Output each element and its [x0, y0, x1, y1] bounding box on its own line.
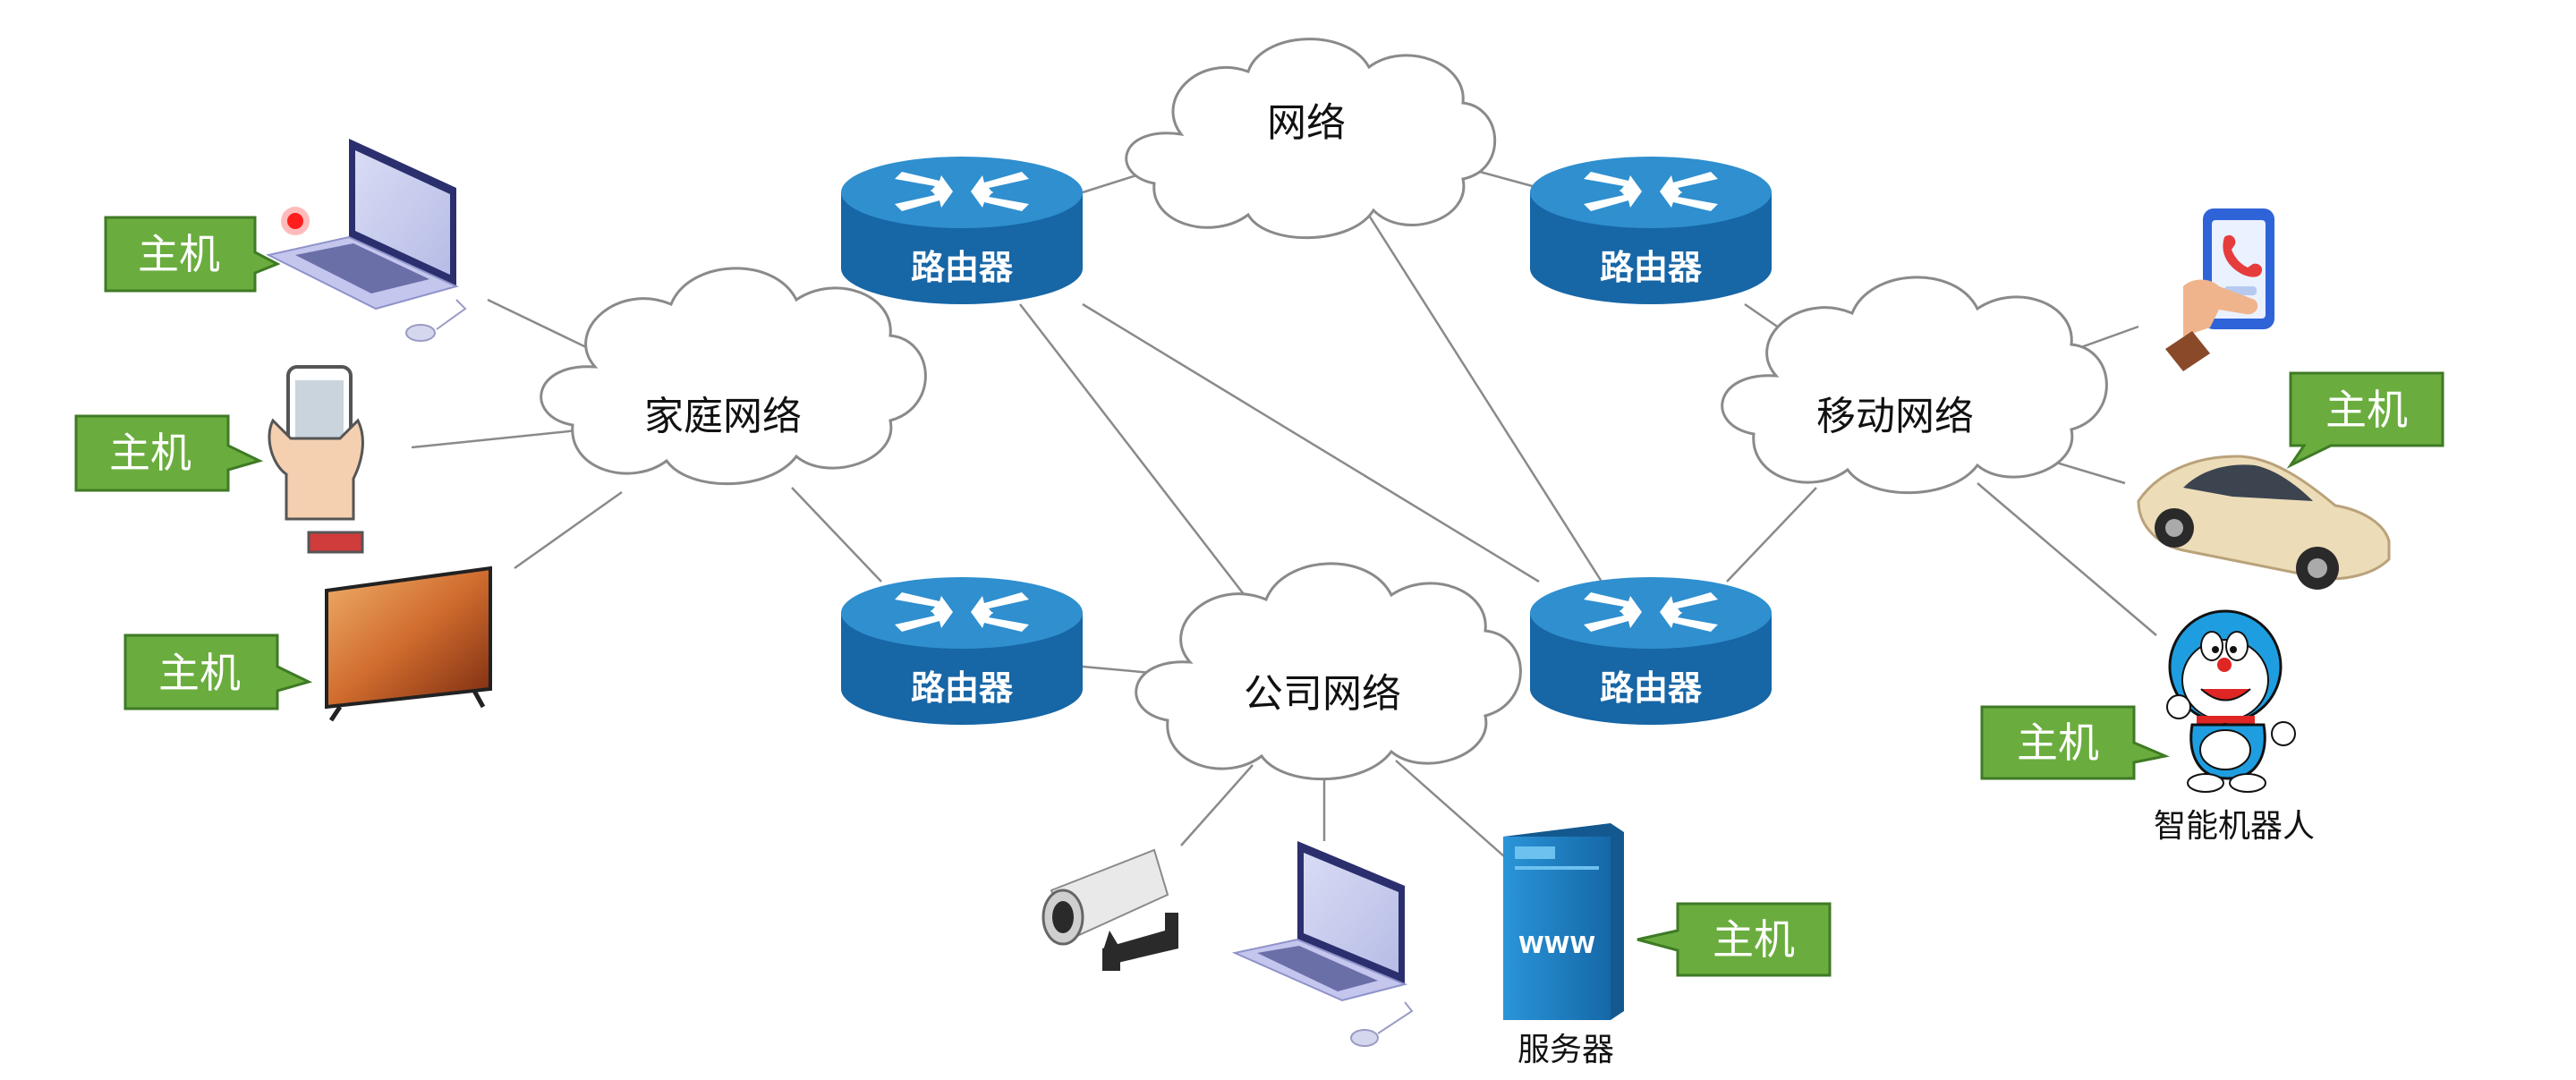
router-icon	[895, 172, 1029, 211]
phone-call-icon	[2165, 208, 2274, 371]
callout-label: 主机	[1713, 915, 1795, 964]
car-icon	[2137, 455, 2391, 590]
callout-server-company: 主机	[1637, 902, 1832, 977]
router-bottom-right: 路由器	[1530, 577, 1772, 725]
laptop-icon	[266, 139, 467, 342]
cloud-label: 移动网络	[1816, 394, 1974, 439]
callout-laptop-home: 主机	[104, 216, 281, 293]
cloud-mobile: 移动网络	[1721, 276, 2108, 495]
server-icon: WWW	[1503, 823, 1624, 1020]
router-icon	[1584, 592, 1718, 632]
cloud-home: 家庭网络	[540, 267, 927, 486]
callout-label: 主机	[138, 230, 220, 278]
router-top-right: 路由器	[1530, 157, 1772, 304]
server-tag: WWW	[1518, 932, 1595, 959]
callout-tv-home: 主机	[123, 634, 313, 710]
smartphone-icon	[268, 365, 364, 554]
callout-car-mobile: 主机	[2286, 371, 2444, 469]
cloud-company: 公司网络	[1135, 562, 1522, 781]
server-label: 服务器	[1518, 1032, 1614, 1068]
cloud-label: 家庭网络	[644, 394, 802, 439]
callout-label: 主机	[2325, 386, 2408, 434]
router-icon	[895, 592, 1029, 632]
router-label: 路由器	[911, 668, 1014, 708]
camera-icon	[1041, 848, 1178, 971]
robot-label: 智能机器人	[2154, 808, 2315, 845]
laptop-icon	[1231, 841, 1414, 1047]
cloud-label: 网络	[1267, 100, 1346, 146]
callout-robot-mobile: 主机	[1980, 705, 2171, 780]
router-top-left: 路由器	[841, 157, 1083, 304]
tv-icon	[325, 566, 492, 722]
router-label: 路由器	[1600, 248, 1703, 287]
callout-phone-home: 主机	[74, 414, 264, 492]
router-label: 路由器	[1600, 668, 1703, 708]
callout-label: 主机	[2017, 719, 2099, 767]
router-icon	[1584, 172, 1718, 211]
cloud-internet: 网络	[1125, 38, 1497, 240]
router-bottom-left: 路由器	[841, 577, 1083, 725]
callout-label: 主机	[158, 649, 241, 697]
robot-icon	[2166, 609, 2296, 793]
cloud-label: 公司网络	[1244, 671, 1401, 717]
router-label: 路由器	[911, 248, 1014, 287]
callout-label: 主机	[109, 429, 191, 477]
